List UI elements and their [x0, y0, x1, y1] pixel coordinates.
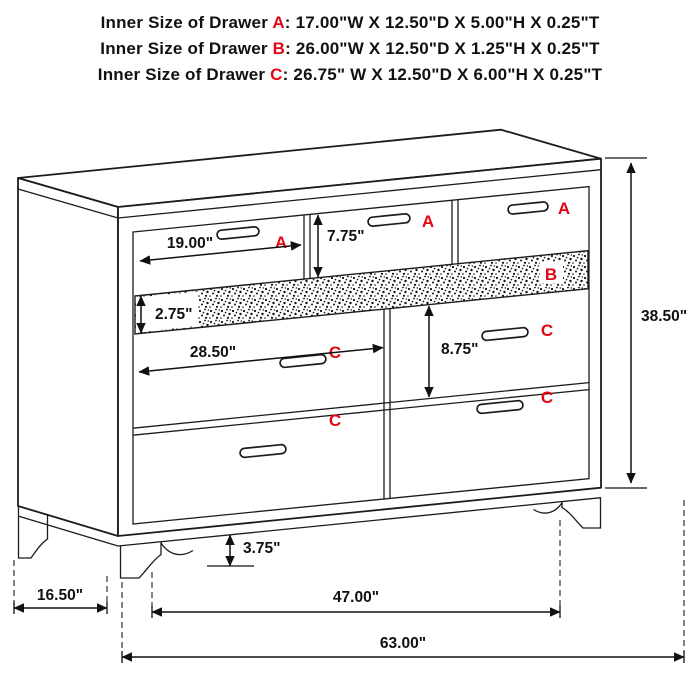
- drawer-c2-left-handle: [239, 443, 287, 459]
- dim-depth: 16.50": [13, 560, 108, 614]
- dim-overall-height-label: 38.50": [641, 308, 687, 325]
- dim-drawer-c-width-label: 28.50": [190, 344, 236, 361]
- top-slab-front-edge: [117, 169, 602, 219]
- drawer-a1-handle: [216, 226, 260, 240]
- spec-values: : 26.75" W X 12.50"D X 6.00"H X 0.25"T: [282, 65, 603, 84]
- apron-bracket-left: [160, 542, 194, 556]
- drawer-fronts: [132, 199, 590, 500]
- base-molding-side: [17, 515, 119, 547]
- drawer-a2-label: A: [422, 212, 434, 231]
- dim-drawer-c-width: 28.50": [138, 343, 384, 376]
- dim-drawer-a-height-label: 7.75": [327, 228, 365, 245]
- dim-drawer-b-height: 2.75": [136, 295, 193, 334]
- spec-prefix: Inner Size of Drawer: [100, 39, 273, 58]
- spec-letter-c: C: [270, 65, 283, 84]
- dim-overall-width: 63.00": [121, 500, 685, 663]
- dim-drawer-a-width-label: 19.00": [167, 235, 213, 252]
- dim-drawer-a-height: 7.75": [313, 214, 365, 278]
- dim-leg-height: 3.75": [207, 534, 281, 567]
- drawer-a2-handle: [367, 213, 411, 227]
- drawer-c1-right-handle: [481, 326, 529, 342]
- spec-prefix: Inner Size of Drawer: [100, 13, 273, 32]
- drawer-c2-right-label: C: [541, 388, 553, 407]
- front-right-foot: [561, 498, 602, 529]
- drawer-a3-handle: [507, 201, 549, 215]
- base-molding-front: [117, 497, 602, 547]
- dim-leg-span: 47.00": [151, 520, 561, 618]
- spec-letter-b: B: [272, 39, 286, 58]
- dresser-feet: [17, 498, 602, 579]
- dim-leg-span-label: 47.00": [333, 589, 379, 606]
- drawer-b-label-backing: [540, 262, 563, 283]
- dimension-label-backing: [136, 291, 198, 333]
- drawer-b-glitter-band: [134, 249, 589, 335]
- drawer-a1-label: A: [275, 233, 287, 252]
- dim-overall-height: 38.50": [605, 157, 687, 489]
- drawer-c2-right-handle: [476, 399, 524, 415]
- dim-drawer-c-height: 8.75": [424, 305, 479, 398]
- dim-drawer-b-height-label: 2.75": [155, 306, 193, 323]
- spec-values: : 17.00"W X 12.50"D X 5.00"H X 0.25"T: [284, 13, 600, 32]
- spec-prefix: Inner Size of Drawer: [97, 65, 271, 84]
- dimension-annotations: 19.00" 7.75" 2.75" 28.50" 8.75": [13, 157, 687, 663]
- drawer-c2-left-label: C: [329, 411, 341, 430]
- drawer-c-row-separator: [132, 381, 590, 429]
- spec-letter-a: A: [272, 13, 285, 32]
- drawer-c1-right-label: C: [541, 321, 553, 340]
- dim-drawer-a-width-arrow: [139, 241, 302, 265]
- dim-drawer-c-width-arrow: [138, 343, 384, 376]
- dim-drawer-c-height-label: 8.75": [441, 341, 479, 358]
- dim-overall-width-label: 63.00": [380, 635, 426, 652]
- drawer-b-label: B: [545, 265, 557, 284]
- apron-bracket-right: [533, 502, 563, 514]
- dim-drawer-a-width: 19.00": [139, 235, 302, 265]
- front-left-foot: [119, 541, 162, 579]
- top-slab-side-edge: [17, 188, 119, 219]
- spec-header: Inner Size of Drawer A: 17.00"W X 12.50"…: [0, 10, 700, 88]
- face-frame-inner-edge: [132, 185, 590, 525]
- spec-line-drawer-b: Inner Size of Drawer B: 26.00"W X 12.50"…: [0, 36, 700, 62]
- dim-leg-height-label: 3.75": [243, 540, 281, 557]
- spec-values: : 26.00"W X 12.50"D X 1.25"H X 0.25"T: [285, 39, 600, 58]
- spec-line-drawer-c: Inner Size of Drawer C: 26.75" W X 12.50…: [0, 62, 700, 88]
- dim-depth-label: 16.50": [37, 587, 83, 604]
- dresser-left-side-panel: [17, 177, 119, 537]
- spec-line-drawer-a: Inner Size of Drawer A: 17.00"W X 12.50"…: [0, 10, 700, 36]
- back-left-foot: [17, 506, 49, 559]
- drawer-c-row-separator: [132, 388, 590, 436]
- drawer-a3-label: A: [558, 199, 570, 218]
